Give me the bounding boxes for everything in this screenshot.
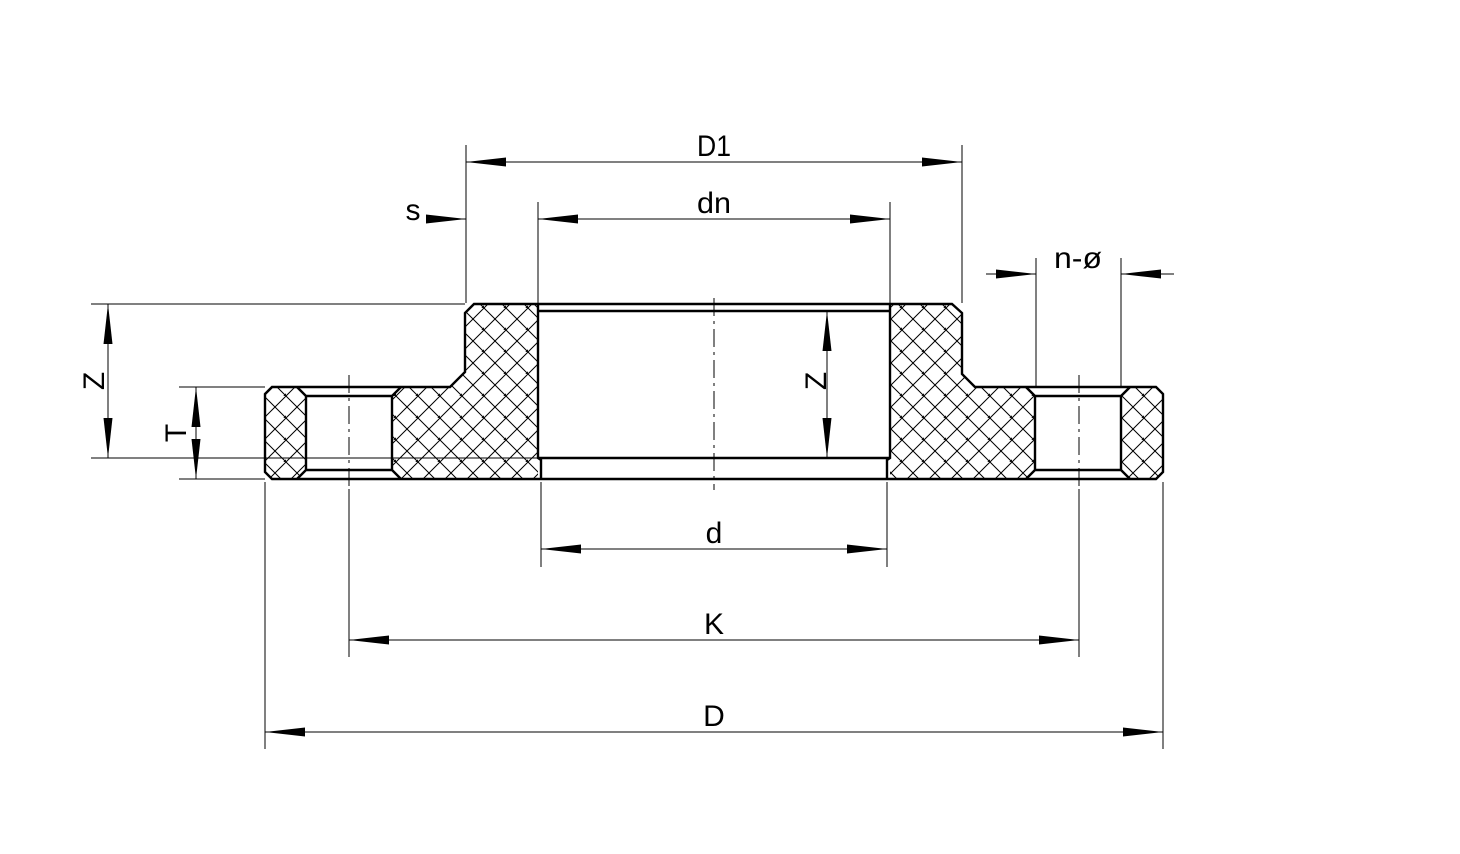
bore-chamfer-left [533, 303, 539, 309]
label-d: d [706, 517, 723, 550]
center-lines [348, 298, 1080, 490]
label-K: K [704, 608, 724, 641]
part-outline [263, 302, 1165, 481]
label-Z-left: Z [78, 372, 111, 390]
hatch-left-outer [265, 387, 306, 479]
hatch-right-hub [890, 304, 1035, 479]
hatched-material [265, 304, 1163, 479]
label-T: T [160, 424, 193, 442]
label-s: s [406, 194, 421, 227]
dimension-labels: D1 dn s n-ø Z T Z d K D [78, 130, 1102, 733]
label-dn: dn [697, 187, 731, 220]
bore-chamfer-right [889, 303, 895, 309]
right-bolt-hole [1025, 386, 1131, 480]
outer-profile [263, 302, 1165, 481]
label-n-phi: n-ø [1054, 242, 1102, 275]
hatch-right-outer [1121, 387, 1163, 479]
label-Z-inner: Z [800, 372, 833, 390]
hatch-left-hub [392, 304, 538, 479]
thin-lines [533, 303, 895, 309]
dimension-lines [103, 157, 1174, 737]
label-D: D [703, 700, 725, 733]
central-bore [536, 304, 892, 479]
label-D1: D1 [697, 130, 731, 163]
left-bolt-hole [296, 386, 402, 480]
